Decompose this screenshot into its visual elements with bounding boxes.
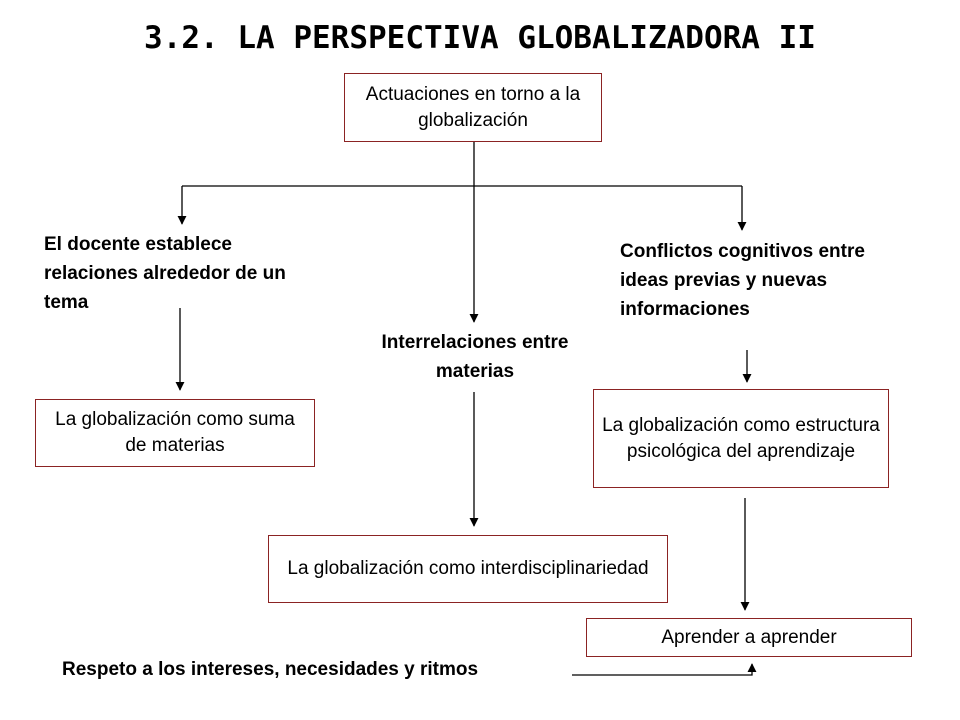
middle-box: La globalización como interdisciplinarie… [268, 535, 668, 603]
left-heading: El docente establece relaciones alrededo… [44, 234, 286, 313]
left-box: La globalización como suma de materias [35, 399, 315, 467]
bottom-right-box: Aprender a aprender [586, 618, 912, 657]
right-box: La globalización como estructura psicoló… [593, 389, 889, 488]
page-title: 3.2. LA PERSPECTIVA GLOBALIZADORA II [144, 20, 816, 56]
bottom-label-to-box-arrow [572, 663, 757, 676]
right-heading: Conflictos cognitivos entre ideas previa… [620, 241, 865, 320]
middle-heading: Interrelaciones entre materias [381, 332, 569, 382]
bottom-left-label: Respeto a los intereses, necesidades y r… [62, 659, 479, 680]
root-node: Actuaciones en torno a la globalización [344, 73, 602, 142]
